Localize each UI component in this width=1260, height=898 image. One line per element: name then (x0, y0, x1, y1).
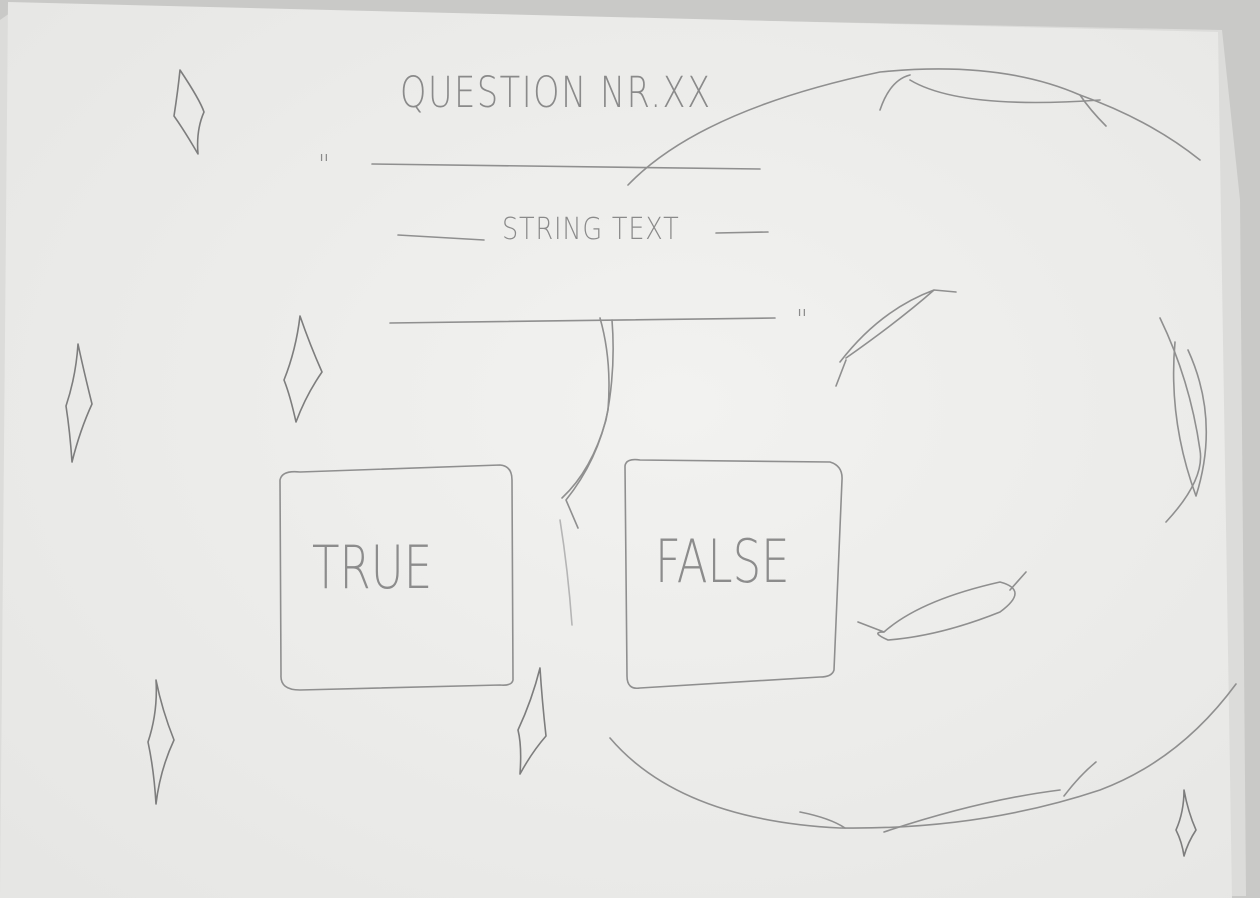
open-quote-mark: " (318, 150, 331, 180)
divider-doodle-2 (561, 319, 614, 499)
diamond-1 (173, 69, 205, 155)
false-label: FALSE (655, 527, 790, 597)
true-label: TRUE (312, 533, 433, 603)
diamond-4 (147, 679, 175, 805)
paper-sheet (0, 2, 1232, 898)
arc-right-leaf (1172, 341, 1208, 497)
arc-top (627, 68, 1201, 186)
diamond-5 (517, 667, 547, 775)
close-quote-mark: " (796, 305, 809, 335)
string-text: STRING TEXT (502, 212, 680, 247)
subtitle-dash-left (397, 234, 485, 241)
false-button[interactable] (622, 458, 844, 690)
subtitle-dash-right (715, 231, 769, 234)
leaf-doodle-1 (835, 289, 957, 387)
true-button[interactable] (278, 464, 514, 692)
true-box (279, 464, 514, 691)
leaf-doodle-2 (857, 571, 1027, 641)
arc-top-strokes (879, 74, 1107, 127)
diamond-3 (65, 343, 93, 463)
arc-bottom-strokes (799, 761, 1097, 833)
question-title: QUESTION NR.XX (400, 68, 712, 118)
divider-faint (559, 519, 573, 626)
diamond-6 (1175, 789, 1197, 857)
arc-right (1159, 317, 1202, 523)
title-underline (371, 163, 761, 170)
diamond-2 (283, 315, 323, 423)
false-box (624, 458, 843, 690)
string-underline (389, 317, 776, 324)
arc-bottom (609, 683, 1237, 829)
